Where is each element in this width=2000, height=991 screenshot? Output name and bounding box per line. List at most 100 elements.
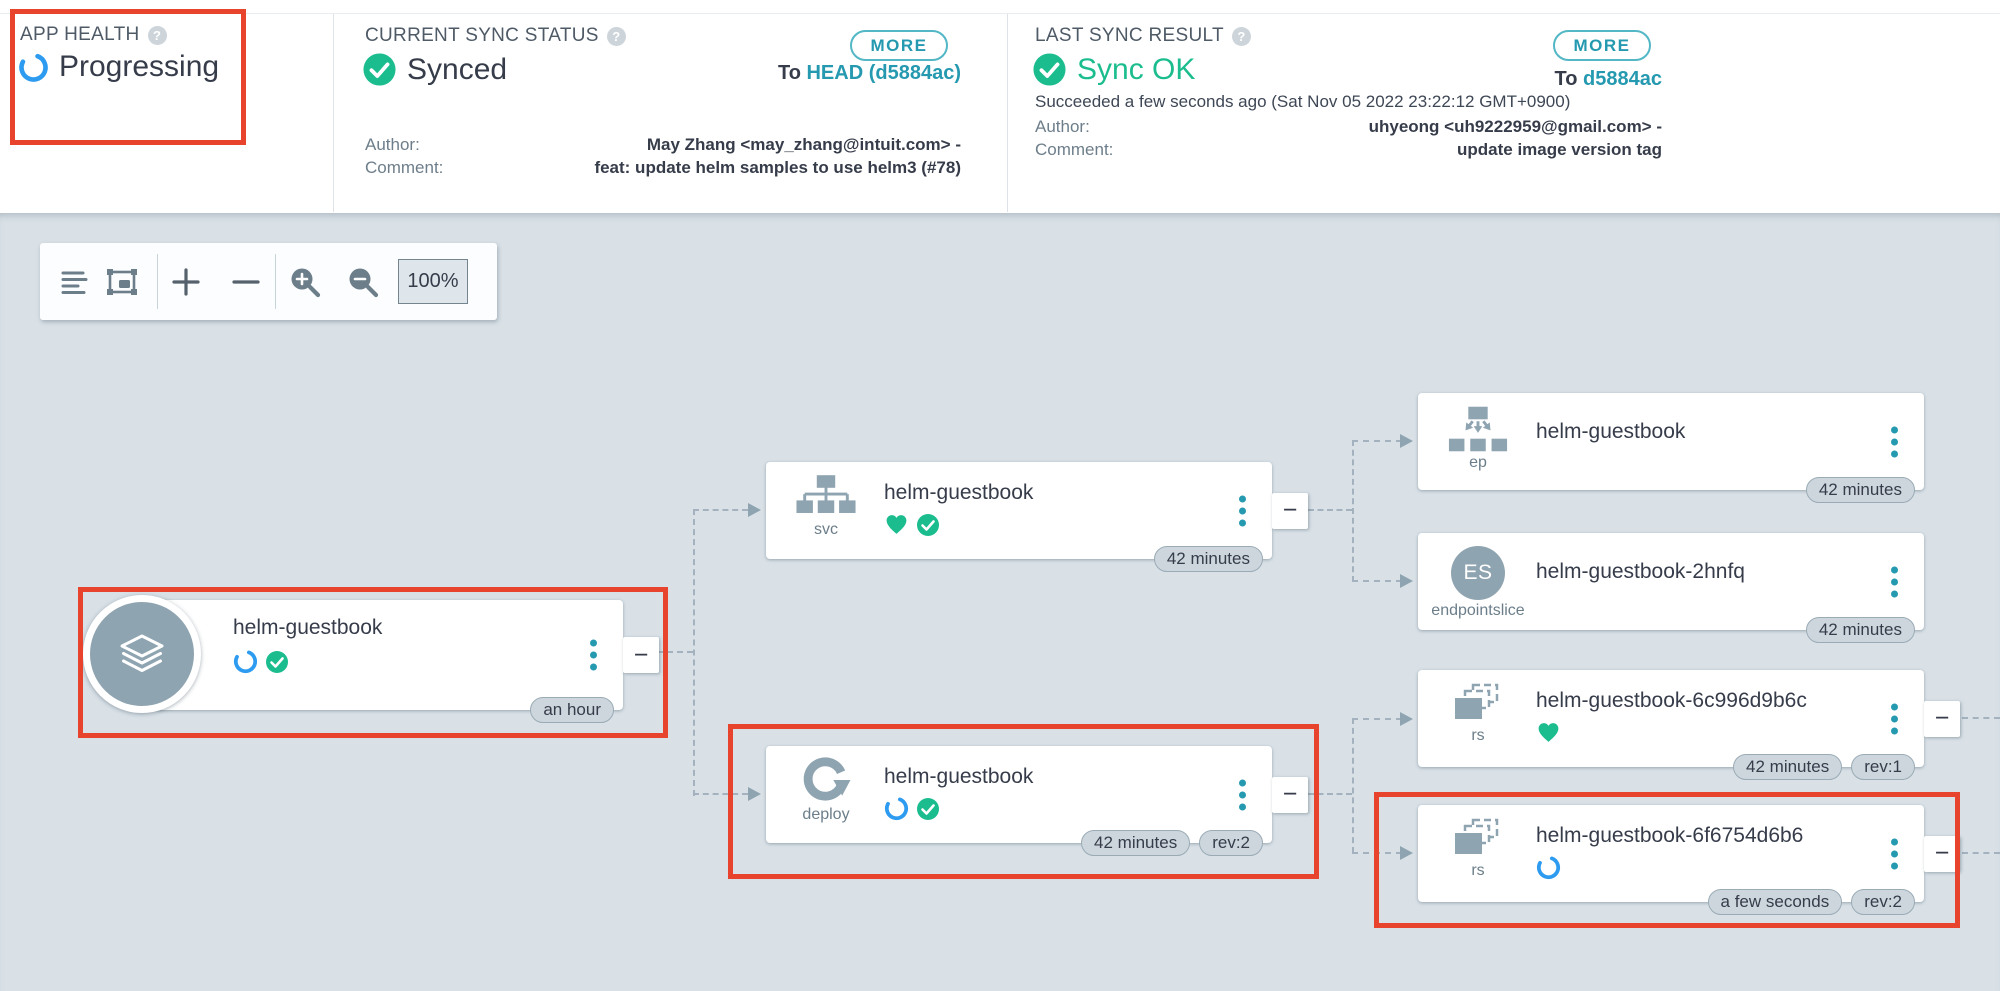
connector: [1962, 852, 2000, 854]
connector: [1352, 440, 1354, 582]
node-kind-label: rs: [1471, 862, 1485, 879]
sync-status-more-button[interactable]: MORE: [850, 30, 948, 61]
sync-revision-link[interactable]: HEAD (d5884ac): [806, 62, 961, 84]
to-prefix: To: [777, 62, 801, 84]
age-badge: an hour: [530, 697, 614, 723]
panel-divider: [1007, 14, 1008, 212]
connector-arrow: [1400, 846, 1413, 860]
help-icon[interactable]: ?: [606, 26, 626, 46]
connector: [1308, 793, 1352, 795]
app-health-status-row: Progressing: [18, 50, 219, 84]
collapse-button[interactable]: −: [1272, 492, 1308, 529]
node-status-icons: [1536, 720, 1561, 745]
fit-to-screen-button[interactable]: [100, 243, 144, 320]
current-sync-label: CURRENT SYNC STATUS: [365, 25, 599, 46]
comment-label: Comment:: [1035, 140, 1114, 159]
node-menu-button[interactable]: [1887, 699, 1902, 738]
synced-icon: [363, 53, 396, 86]
age-badge: 42 minutes: [1081, 830, 1191, 856]
toolbar-separator: [157, 254, 158, 309]
sync-to-line: To HEAD (d5884ac): [365, 62, 961, 85]
collapse-all-button[interactable]: [224, 243, 268, 320]
node-kind-label: ep: [1469, 454, 1487, 471]
connector: [1352, 718, 1402, 720]
endpoints-icon: [1448, 406, 1508, 452]
age-badge: 42 minutes: [1733, 754, 1843, 780]
replicaset-icon: [1455, 818, 1499, 854]
node-status-icons: [233, 649, 289, 674]
healthy-heart-icon: [886, 515, 907, 534]
help-icon[interactable]: ?: [147, 25, 167, 45]
node-title: helm-guestbook: [233, 616, 383, 639]
last-sync-revision-link[interactable]: d5884ac: [1583, 68, 1662, 90]
node-deployment-helm-guestbook[interactable]: deploy helm-guestbook − 42 minutes rev:2: [766, 746, 1308, 856]
minus-icon: [232, 279, 260, 284]
collapse-button[interactable]: −: [1272, 776, 1308, 813]
node-menu-button[interactable]: [586, 636, 601, 675]
succeeded-text: Succeeded a few seconds ago (Sat Nov 05 …: [1035, 92, 1571, 111]
help-icon[interactable]: ?: [1231, 26, 1251, 46]
age-badge: 42 minutes: [1805, 477, 1915, 503]
sync-ok-icon: [1033, 53, 1066, 86]
layout-button[interactable]: [52, 243, 96, 320]
node-menu-button[interactable]: [1235, 775, 1250, 814]
app-health-status: Progressing: [59, 50, 220, 83]
zoom-out-button[interactable]: [341, 243, 385, 320]
synced-icon: [917, 797, 939, 820]
app-health-label: APP HEALTH: [20, 24, 140, 45]
node-service-helm-guestbook[interactable]: svc helm-guestbook − 42 minutes: [766, 462, 1308, 572]
node-endpointslice-helm-guestbook-2hnfq[interactable]: ES endpointslice helm-guestbook-2hnfq 42…: [1418, 533, 1924, 643]
node-title: helm-guestbook: [884, 765, 1034, 788]
connector: [693, 793, 748, 795]
last-sync-to-line: To d5884ac: [1035, 68, 1662, 91]
expand-all-button[interactable]: [164, 243, 208, 320]
progressing-icon: [884, 796, 909, 821]
node-application-helm-guestbook[interactable]: helm-guestbook − an hour: [83, 595, 659, 723]
node-menu-button[interactable]: [1235, 491, 1250, 530]
last-sync-more-button[interactable]: MORE: [1553, 30, 1651, 61]
node-menu-button[interactable]: [1887, 422, 1902, 461]
app-health-label-row: APP HEALTH ?: [20, 24, 167, 46]
collapse-button[interactable]: −: [1924, 700, 1960, 737]
last-sync-label-row: LAST SYNC RESULT ?: [1035, 25, 1251, 47]
author-value: May Zhang <may_zhang@intuit.com> -: [646, 135, 961, 154]
toolbar-separator: [275, 254, 276, 309]
node-endpoints-helm-guestbook[interactable]: ep helm-guestbook 42 minutes: [1418, 393, 1924, 503]
comment-value: feat: update helm samples to use helm3 (…: [594, 158, 961, 177]
node-title: helm-guestbook: [1536, 420, 1686, 443]
age-badge: 42 minutes: [1153, 546, 1263, 572]
current-sync-status: Synced: [407, 52, 508, 86]
node-title: helm-guestbook: [884, 481, 1034, 504]
collapse-button[interactable]: −: [623, 637, 659, 673]
connector: [693, 509, 748, 511]
node-status-icons: [884, 512, 940, 537]
revision-badge: rev:2: [1199, 830, 1263, 856]
age-badge: 42 minutes: [1805, 617, 1915, 643]
progressing-icon: [233, 649, 258, 674]
node-menu-button[interactable]: [1887, 834, 1902, 873]
author-label: Author:: [1035, 117, 1090, 136]
replicaset-icon: [1455, 683, 1499, 719]
node-title: helm-guestbook-6f6754d6b6: [1536, 824, 1804, 847]
node-replicaset-helm-guestbook-6f6754d6b6[interactable]: rs helm-guestbook-6f6754d6b6 − a few sec…: [1418, 805, 1960, 915]
header-top-divider: [0, 13, 2000, 14]
comment-value: update image version tag: [1457, 140, 1662, 159]
author-label: Author:: [365, 135, 420, 154]
connector-arrow: [748, 787, 761, 801]
current-sync-label-row: CURRENT SYNC STATUS ?: [365, 25, 626, 47]
collapse-button[interactable]: −: [1924, 835, 1960, 872]
zoom-in-button[interactable]: [283, 243, 327, 320]
replicaset-icon: rs: [1436, 683, 1520, 745]
node-title: helm-guestbook-2hnfq: [1536, 560, 1745, 583]
zoom-in-icon: [291, 268, 321, 297]
last-sync-label: LAST SYNC RESULT: [1035, 25, 1224, 46]
last-sync-meta: Author: uhyeong <uh9222959@gmail.com> - …: [1035, 115, 1662, 161]
node-menu-button[interactable]: [1887, 562, 1902, 601]
connector: [657, 651, 693, 653]
zoom-level-value[interactable]: 100%: [398, 259, 468, 304]
healthy-heart-icon: [1538, 723, 1559, 742]
node-replicaset-helm-guestbook-6c996d9b6c[interactable]: rs helm-guestbook-6c996d9b6c − 42 minute…: [1418, 670, 1960, 780]
connector-arrow: [1400, 434, 1413, 448]
service-icon: [796, 475, 856, 513]
